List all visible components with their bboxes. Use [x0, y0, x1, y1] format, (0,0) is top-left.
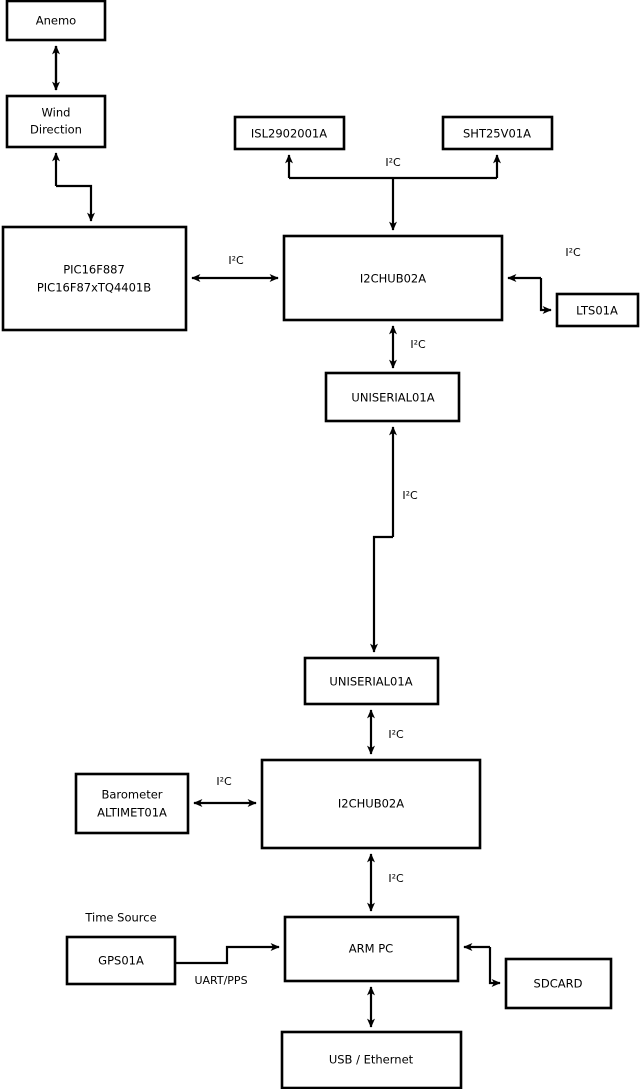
edge-label-uniserialbot-hubbot: I²C	[388, 728, 404, 741]
node-lts01a[interactable]: LTS01A	[555, 292, 640, 328]
edge-uniserialbot-hubbot: I²C	[367, 709, 404, 755]
node-label-i2chub02a-top: I2CHUB02A	[360, 272, 426, 286]
edge-label-hubtop-lts: I²C	[565, 246, 581, 259]
node-wind-direction[interactable]: Wind Direction	[5, 94, 107, 149]
edge-uniserialtop-uniserialbot: I²C	[370, 426, 418, 653]
edge-hubtop-lts: I²C	[507, 246, 581, 314]
node-arm-pc[interactable]: ARM PC	[283, 915, 460, 983]
edge-label-pic-hubtop: I²C	[228, 254, 244, 267]
edge-label-hubbot-armpc: I²C	[388, 872, 404, 885]
node-label-uniserial01a-top: UNISERIAL01A	[351, 391, 434, 405]
node-label-arm-pc: ARM PC	[349, 942, 393, 956]
node-label-usb-ethernet: USB / Ethernet	[329, 1053, 414, 1067]
node-usb-ethernet[interactable]: USB / Ethernet	[280, 1030, 463, 1089]
edge-pic-hubtop: I²C	[191, 254, 279, 282]
node-label-uniserial01a-bottom: UNISERIAL01A	[329, 675, 412, 689]
node-uniserial01a-top[interactable]: UNISERIAL01A	[324, 371, 461, 423]
edge-hubtop-sensors: I²C	[285, 154, 501, 231]
edge-hubbot-armpc: I²C	[367, 853, 404, 912]
node-sdcard[interactable]: SDCARD	[504, 957, 613, 1010]
node-sht25v01a[interactable]: SHT25V01A	[441, 115, 554, 151]
node-label-wind-direction-line2: Direction	[30, 123, 82, 137]
edge-hubtop-uniserialtop: I²C	[389, 325, 426, 369]
edge-label-baro-hubbot: I²C	[216, 775, 232, 788]
node-label-lts01a: LTS01A	[576, 304, 618, 318]
node-label-barometer-line2: ALTIMET01A	[97, 806, 167, 820]
node-barometer[interactable]: Barometer ALTIMET01A	[74, 772, 190, 835]
node-pic[interactable]: PIC16F887 PIC16F87xTQ4401B	[1, 225, 188, 332]
node-uniserial01a-bottom[interactable]: UNISERIAL01A	[303, 656, 440, 706]
label-time-source: Time Source	[84, 911, 156, 925]
node-i2chub02a-bottom[interactable]: I2CHUB02A	[260, 758, 482, 850]
node-gps01a[interactable]: GPS01A	[65, 935, 177, 986]
edge-gps-armpc: UART/PPS	[175, 943, 280, 987]
node-label-pic-line2: PIC16F87xTQ4401B	[37, 281, 151, 295]
node-label-isl2902001a: ISL2902001A	[251, 127, 327, 141]
node-label-barometer-line1: Barometer	[101, 788, 162, 802]
edge-label-uniserial-link: I²C	[402, 489, 418, 502]
node-label-anemo: Anemo	[36, 14, 76, 28]
edge-label-hubtop-uniserialtop: I²C	[410, 338, 426, 351]
edge-armpc-sdcard	[463, 943, 501, 987]
node-label-gps01a: GPS01A	[98, 954, 144, 968]
node-label-pic-line1: PIC16F887	[63, 263, 125, 277]
node-label-sdcard: SDCARD	[534, 977, 583, 991]
node-label-sht25v01a: SHT25V01A	[463, 127, 531, 141]
node-isl2902001a[interactable]: ISL2902001A	[233, 115, 346, 151]
node-label-wind-direction-line1: Wind	[42, 106, 71, 120]
edge-label-gps-armpc: UART/PPS	[194, 974, 247, 987]
edge-wind-pic	[52, 152, 95, 222]
edge-label-hubtop-sensors: I²C	[385, 156, 401, 169]
node-label-i2chub02a-bottom: I2CHUB02A	[338, 797, 404, 811]
edge-baro-hubbot: I²C	[193, 775, 257, 807]
node-i2chub02a-top[interactable]: I2CHUB02A	[282, 234, 504, 322]
node-anemo[interactable]: Anemo	[5, 0, 107, 42]
